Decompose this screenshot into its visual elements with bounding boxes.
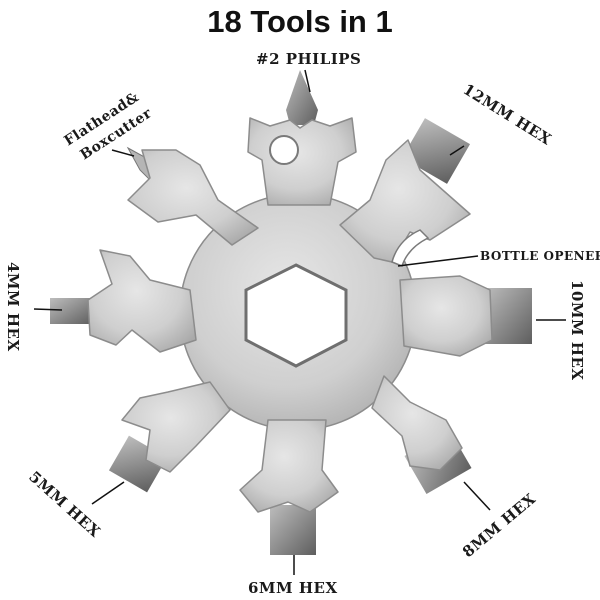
leader-lines	[33, 69, 566, 575]
label-8mm-hex: 8MM HEX	[459, 490, 539, 561]
center-hex-hole	[244, 263, 348, 368]
label-12mm-hex: 12MM HEX	[460, 80, 555, 149]
label-4mm-hex: 4MM HEX	[4, 262, 22, 352]
label-6mm-hex: 6MM HEX	[248, 579, 338, 597]
keyring-hole	[269, 135, 299, 165]
hex-bit-6mm	[270, 505, 316, 555]
label-philips: #2 PHILIPS	[256, 50, 361, 68]
bottle-opener-notch	[391, 229, 430, 267]
hex-bit-4mm	[50, 298, 92, 324]
label-10mm-hex: 10MM HEX	[568, 280, 586, 381]
philips-bit	[286, 70, 318, 125]
page-title: 18 Tools in 1	[207, 4, 393, 39]
label-5mm-hex: 5MM HEX	[25, 468, 104, 541]
label-bottle-opener: BOTTLE OPENER	[480, 249, 600, 263]
